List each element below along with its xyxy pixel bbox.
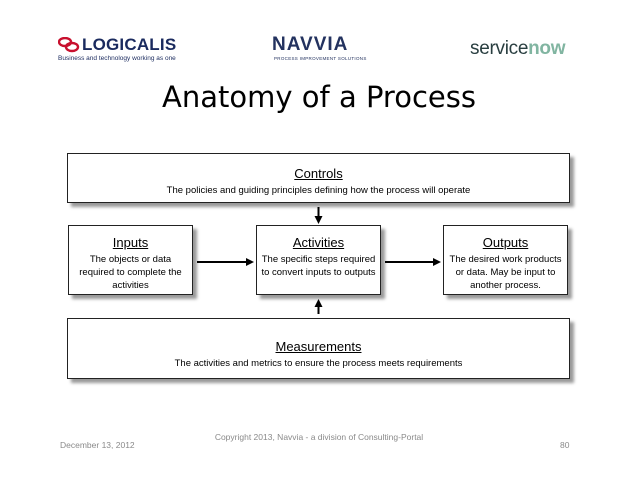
footer-copyright: Copyright 2013, Navvia - a division of C… xyxy=(214,432,424,442)
inputs-title: Inputs xyxy=(112,235,149,250)
navvia-tagline: PROCESS IMPROVEMENT SOLUTIONS xyxy=(274,56,367,61)
controls-description: The policies and guiding principles defi… xyxy=(166,185,471,196)
measurements-box: Measurements The activities and metrics … xyxy=(67,318,570,379)
measurements-title: Measurements xyxy=(275,339,362,354)
activities-box: Activities The specific steps required t… xyxy=(256,225,381,295)
inputs-description: The objects or data required to complete… xyxy=(79,254,182,291)
outputs-box: Outputs The desired work products or dat… xyxy=(443,225,568,295)
outputs-title: Outputs xyxy=(482,235,529,250)
servicenow-logo: servicenow xyxy=(470,38,582,60)
measurements-description: The activities and metrics to ensure the… xyxy=(174,358,463,369)
logicalis-logo: LOGICALIS Business and technology workin… xyxy=(58,35,176,67)
navvia-logo: NAVVIA PROCESS IMPROVEMENT SOLUTIONS xyxy=(272,34,366,64)
servicenow-wordmark-service: service xyxy=(470,38,529,59)
footer-date: December 13, 2012 xyxy=(60,440,135,450)
controls-title: Controls xyxy=(294,166,343,181)
outputs-description: The desired work products or data. May b… xyxy=(449,254,562,291)
logicalis-mark-icon xyxy=(58,37,80,53)
activities-title: Activities xyxy=(292,235,345,250)
logicalis-tagline: Business and technology working as one xyxy=(58,55,176,62)
servicenow-wordmark-now: now xyxy=(528,38,566,59)
controls-box: Controls The policies and guiding princi… xyxy=(67,153,570,203)
navvia-wordmark: NAVVIA xyxy=(272,34,349,55)
slide-title: Anatomy of a Process xyxy=(162,80,476,114)
page-number: 80 xyxy=(560,440,570,450)
activities-description: The specific steps required to convert i… xyxy=(261,254,376,278)
logicalis-wordmark: LOGICALIS xyxy=(82,35,177,54)
inputs-box: Inputs The objects or data required to c… xyxy=(68,225,193,295)
